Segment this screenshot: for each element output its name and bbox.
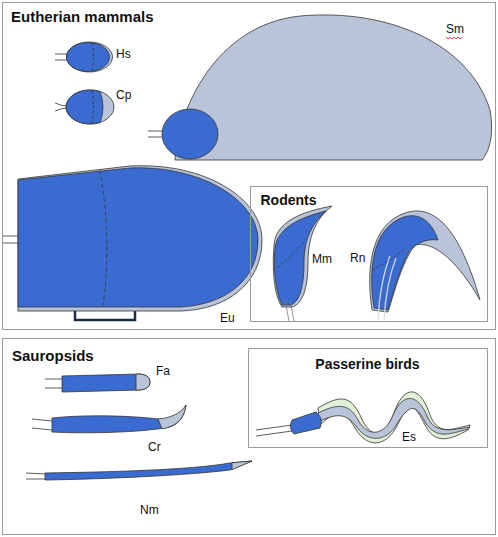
sperm-tail <box>26 479 45 480</box>
sperm-tail <box>45 388 62 389</box>
sperm-tail <box>32 419 52 421</box>
species-label: Nm <box>140 503 159 517</box>
spell-underline <box>446 37 462 39</box>
sperm-tail <box>55 54 67 55</box>
sperm-head <box>290 412 321 434</box>
sperm-head <box>372 216 438 310</box>
dashed-line <box>92 43 94 71</box>
sperm-tail <box>285 300 289 321</box>
acrosome <box>66 90 114 124</box>
dashed-line <box>92 91 94 123</box>
acrosome <box>18 166 262 311</box>
sperm-head <box>52 405 186 433</box>
acrosome <box>232 461 252 470</box>
species-label: Mm <box>312 252 332 266</box>
sperm-tail <box>32 428 52 430</box>
dashed-line <box>372 248 406 270</box>
sperm-tail <box>55 108 67 111</box>
sperm-head <box>62 374 150 392</box>
group-panel: SauropsidsPasserine birds <box>2 338 496 535</box>
sperm-head <box>67 43 110 72</box>
sperm-tail <box>55 60 67 61</box>
panel-title: Rodents <box>261 192 477 208</box>
dashed-line <box>100 170 107 307</box>
sperm-tail <box>148 137 163 138</box>
sperm-tail <box>2 236 18 237</box>
sperm-tail <box>256 425 292 430</box>
species-label: Hs <box>116 47 131 61</box>
sperm-tail <box>26 473 45 474</box>
dashed-line <box>277 242 304 268</box>
sperm-tail <box>55 103 67 106</box>
scale-bar <box>75 311 135 320</box>
acrosome <box>175 15 492 160</box>
sperm-tail <box>148 131 163 132</box>
acrosome-membrane <box>318 392 470 443</box>
sperm-head <box>18 168 258 307</box>
acrosome <box>273 206 332 307</box>
species-label: Cp <box>116 88 131 102</box>
sperm-head <box>45 461 252 480</box>
species-label: Fa <box>156 364 170 378</box>
species-label: Cr <box>148 440 161 454</box>
sperm-tail <box>290 300 294 321</box>
group-panel: Rodents <box>250 186 488 322</box>
sperm-tail <box>45 379 62 380</box>
sperm-tail <box>256 431 292 436</box>
group-panel: Passerine birds <box>248 348 488 448</box>
acrosome <box>136 374 150 390</box>
species-label: Rn <box>350 251 365 265</box>
group-panel: Eutherian mammalsRodents <box>2 2 496 330</box>
species-label: Eu <box>220 311 235 325</box>
species-label: Sm <box>446 22 464 36</box>
sperm-head <box>66 90 103 124</box>
species-label: Es <box>402 430 416 444</box>
acrosome <box>158 405 186 429</box>
panel-title: Eutherian mammals <box>11 8 487 25</box>
sperm-head <box>162 109 218 159</box>
acrosome <box>318 398 470 438</box>
acrosome <box>67 42 113 72</box>
sperm-tail <box>384 258 396 320</box>
sperm-tail <box>2 243 18 244</box>
panel-title: Passerine birds <box>255 356 481 372</box>
